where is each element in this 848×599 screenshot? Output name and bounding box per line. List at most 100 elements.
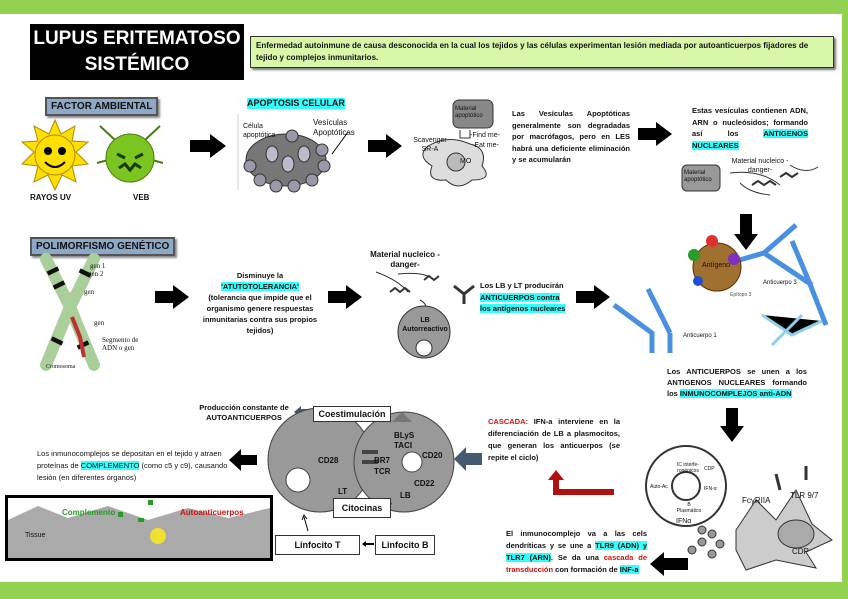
label-eat-me: -Eat me- (472, 142, 499, 149)
label-material-apoptotico: Material apoptótico (455, 106, 483, 119)
label-scavenger: Scavenger SR-A (413, 137, 447, 153)
label-cd22: CD22 (414, 479, 435, 488)
arrow-left-icon (362, 541, 374, 547)
cytokines-box: Citocinas (333, 498, 391, 518)
label-gen1: gen 1 (90, 262, 106, 270)
label-lb-autorreactivo: LB Autorreactivo (402, 317, 448, 333)
label-tcr: TCR (374, 467, 391, 476)
label-cd28: CD28 (318, 456, 339, 465)
arrow-up-icon (301, 513, 309, 532)
label-lb: LB (400, 491, 411, 500)
label-cdp: CDP (792, 547, 809, 556)
antibodies-text-body: Los LB y LT producirán (480, 281, 564, 290)
arrow-right-icon (638, 122, 672, 146)
antigen-text: Estas vesículas contienen ADN, ARN o nuc… (692, 105, 808, 151)
label-nucleic-danger-small: Material nucleico -danger- (731, 158, 789, 174)
title-line1: LUPUS ERITEMATOSO (33, 28, 241, 49)
tissue-illustration (8, 500, 270, 558)
linfocito-t-box: Linfocito T (275, 535, 360, 555)
label-gen-lower: gen (94, 319, 105, 327)
immunocomplex-text-body: Los ANTICUERPOS se unen a los ANTIGENOS … (667, 367, 807, 398)
label-veb: VEB (133, 193, 150, 202)
cascade-text: CASCADA: IFN-a interviene en la diferenc… (488, 416, 620, 464)
virus-icon (96, 125, 164, 183)
factor-ambiental-label: FACTOR AMBIENTAL (45, 97, 159, 116)
arrow-right-icon (328, 285, 362, 309)
dendritic-text: El inmunocomplejo va a las cels dendríti… (506, 528, 647, 576)
label-ic: IC interfe-rogénicos (677, 462, 699, 474)
deposit-text-after: (como c5 y c9), causando lesión (en dife… (37, 461, 228, 482)
tolerance-line1: Disminuye la (236, 271, 284, 280)
label-plasma: B Plasmático (676, 502, 702, 514)
macrophage-diagram (422, 99, 494, 187)
arrow-left-icon (229, 449, 257, 471)
label-ifn-release: IFNα (676, 518, 692, 525)
linfocito-b-box: Linfocito B (375, 535, 435, 555)
arrow-right-icon (576, 285, 610, 309)
antibody-antigen-diagram (612, 223, 829, 353)
dendritic-cell-diagram (645, 445, 833, 571)
label-tlr: TLR 9/7 (790, 491, 819, 500)
label-autoac: Auto-Ac (650, 484, 668, 490)
top-band (0, 0, 848, 14)
definition-box: Enfermedad autoinmune de causa desconoci… (250, 36, 834, 68)
antigen-text-body: Estas vesículas contienen ADN, ARN o nuc… (692, 106, 808, 138)
vesicle-text: Las Vesículas Apoptóticas generalmente s… (512, 109, 630, 164)
nucleic-material-diagram (681, 164, 819, 196)
red-return-arrow-icon (548, 470, 614, 495)
label-celula-apoptotica: Célula apoptótica (243, 123, 276, 139)
immunocomplex-highlight: INMUNOCOMPLEJOS anti-ADN (679, 389, 792, 398)
label-mo: MO (460, 158, 472, 165)
label-br7: BR7 (374, 456, 391, 465)
lb-autoreactive-diagram (375, 271, 475, 359)
polimorfismo-label: POLIMORFISMO GENÉTICO (30, 237, 176, 256)
chromosome-diagram (40, 253, 100, 371)
arrow-down-icon (734, 214, 758, 250)
title-line2: SISTÉMICO (84, 54, 190, 75)
label-nucleic-danger: Material nucleico -danger- (370, 250, 440, 269)
label-gen2: gen 2 (88, 270, 104, 278)
label-find-me: -Find me- (470, 132, 500, 139)
deposit-text-body: Los inmunocomplejos se depositan en el t… (37, 449, 222, 470)
label-complemento: Complemento (62, 508, 116, 517)
apoptosis-label: APOPTOSIS CELULAR (247, 98, 345, 109)
dendritic-text-p3: con formación de (553, 565, 620, 574)
label-material-apoptotico-small: Material apoptótico (684, 170, 712, 183)
deposit-text: Los inmunocomplejos se depositan en el t… (37, 448, 229, 484)
immunocomplex-text: Los ANTICUERPOS se unen a los ANTIGENOS … (667, 366, 807, 399)
lymphocyte-interaction-diagram (267, 407, 455, 513)
cascade-transduction: cascada de transducción (506, 553, 647, 574)
arrow-left-icon (650, 552, 688, 576)
right-band (842, 0, 848, 599)
antibodies-highlight: ANTICUERPOS contra los antígenos nuclear… (480, 292, 566, 313)
label-autoanticuerpos: Autoanticuerpos (180, 508, 244, 517)
apoptotic-cell-diagram (237, 114, 349, 193)
complement-highlight: COMPLEMENTO (80, 461, 140, 470)
label-cdp-cycle: CDP (704, 466, 715, 472)
arrow-right-icon (368, 134, 402, 158)
bottom-band (0, 582, 848, 599)
inf-highlight: INF-a (619, 565, 639, 574)
antibodies-text: Los LB y LT producirán ANTICUERPOS contr… (480, 280, 570, 315)
label-anticuerpo3: Anticuerpo 3 (763, 280, 797, 286)
tolerance-text: Disminuye la 'ATUTOTOLERANCIA' (toleranc… (198, 270, 322, 336)
cascade-label: CASCADA: (488, 417, 528, 426)
cascade-body: IFN-a interviene en la diferenciación de… (488, 417, 620, 462)
tolerance-highlight: 'ATUTOTOLERANCIA' (221, 282, 299, 291)
label-ifn-cycle: IFN-α (704, 486, 717, 492)
label-rayos-uv: RAYOS UV (30, 193, 72, 202)
label-blys: BLyS (394, 431, 415, 440)
arrow-left-icon (454, 447, 482, 471)
dendritic-text-p1: El inmunocomplejo va a las cels dendríti… (506, 529, 647, 550)
costimulation-box: Coestimulación (313, 406, 391, 422)
label-epitopo: Epítopo 3 (730, 292, 752, 298)
label-tissue: Tissue (25, 532, 46, 539)
tissue-box (5, 495, 273, 561)
title-box: LUPUS ERITEMATOSO SISTÉMICO (30, 24, 244, 80)
label-fc: FcγRIIA (742, 496, 771, 505)
tolerance-rest: (tolerancia que impide que el organismo … (202, 293, 318, 335)
label-anticuerpo1: Anticuerpo 1 (683, 333, 717, 339)
arrow-right-icon (155, 285, 189, 309)
label-vesiculas: Vesículas Apoptóticas (313, 118, 355, 137)
dendritic-text-p2: . Se da una (550, 553, 604, 562)
